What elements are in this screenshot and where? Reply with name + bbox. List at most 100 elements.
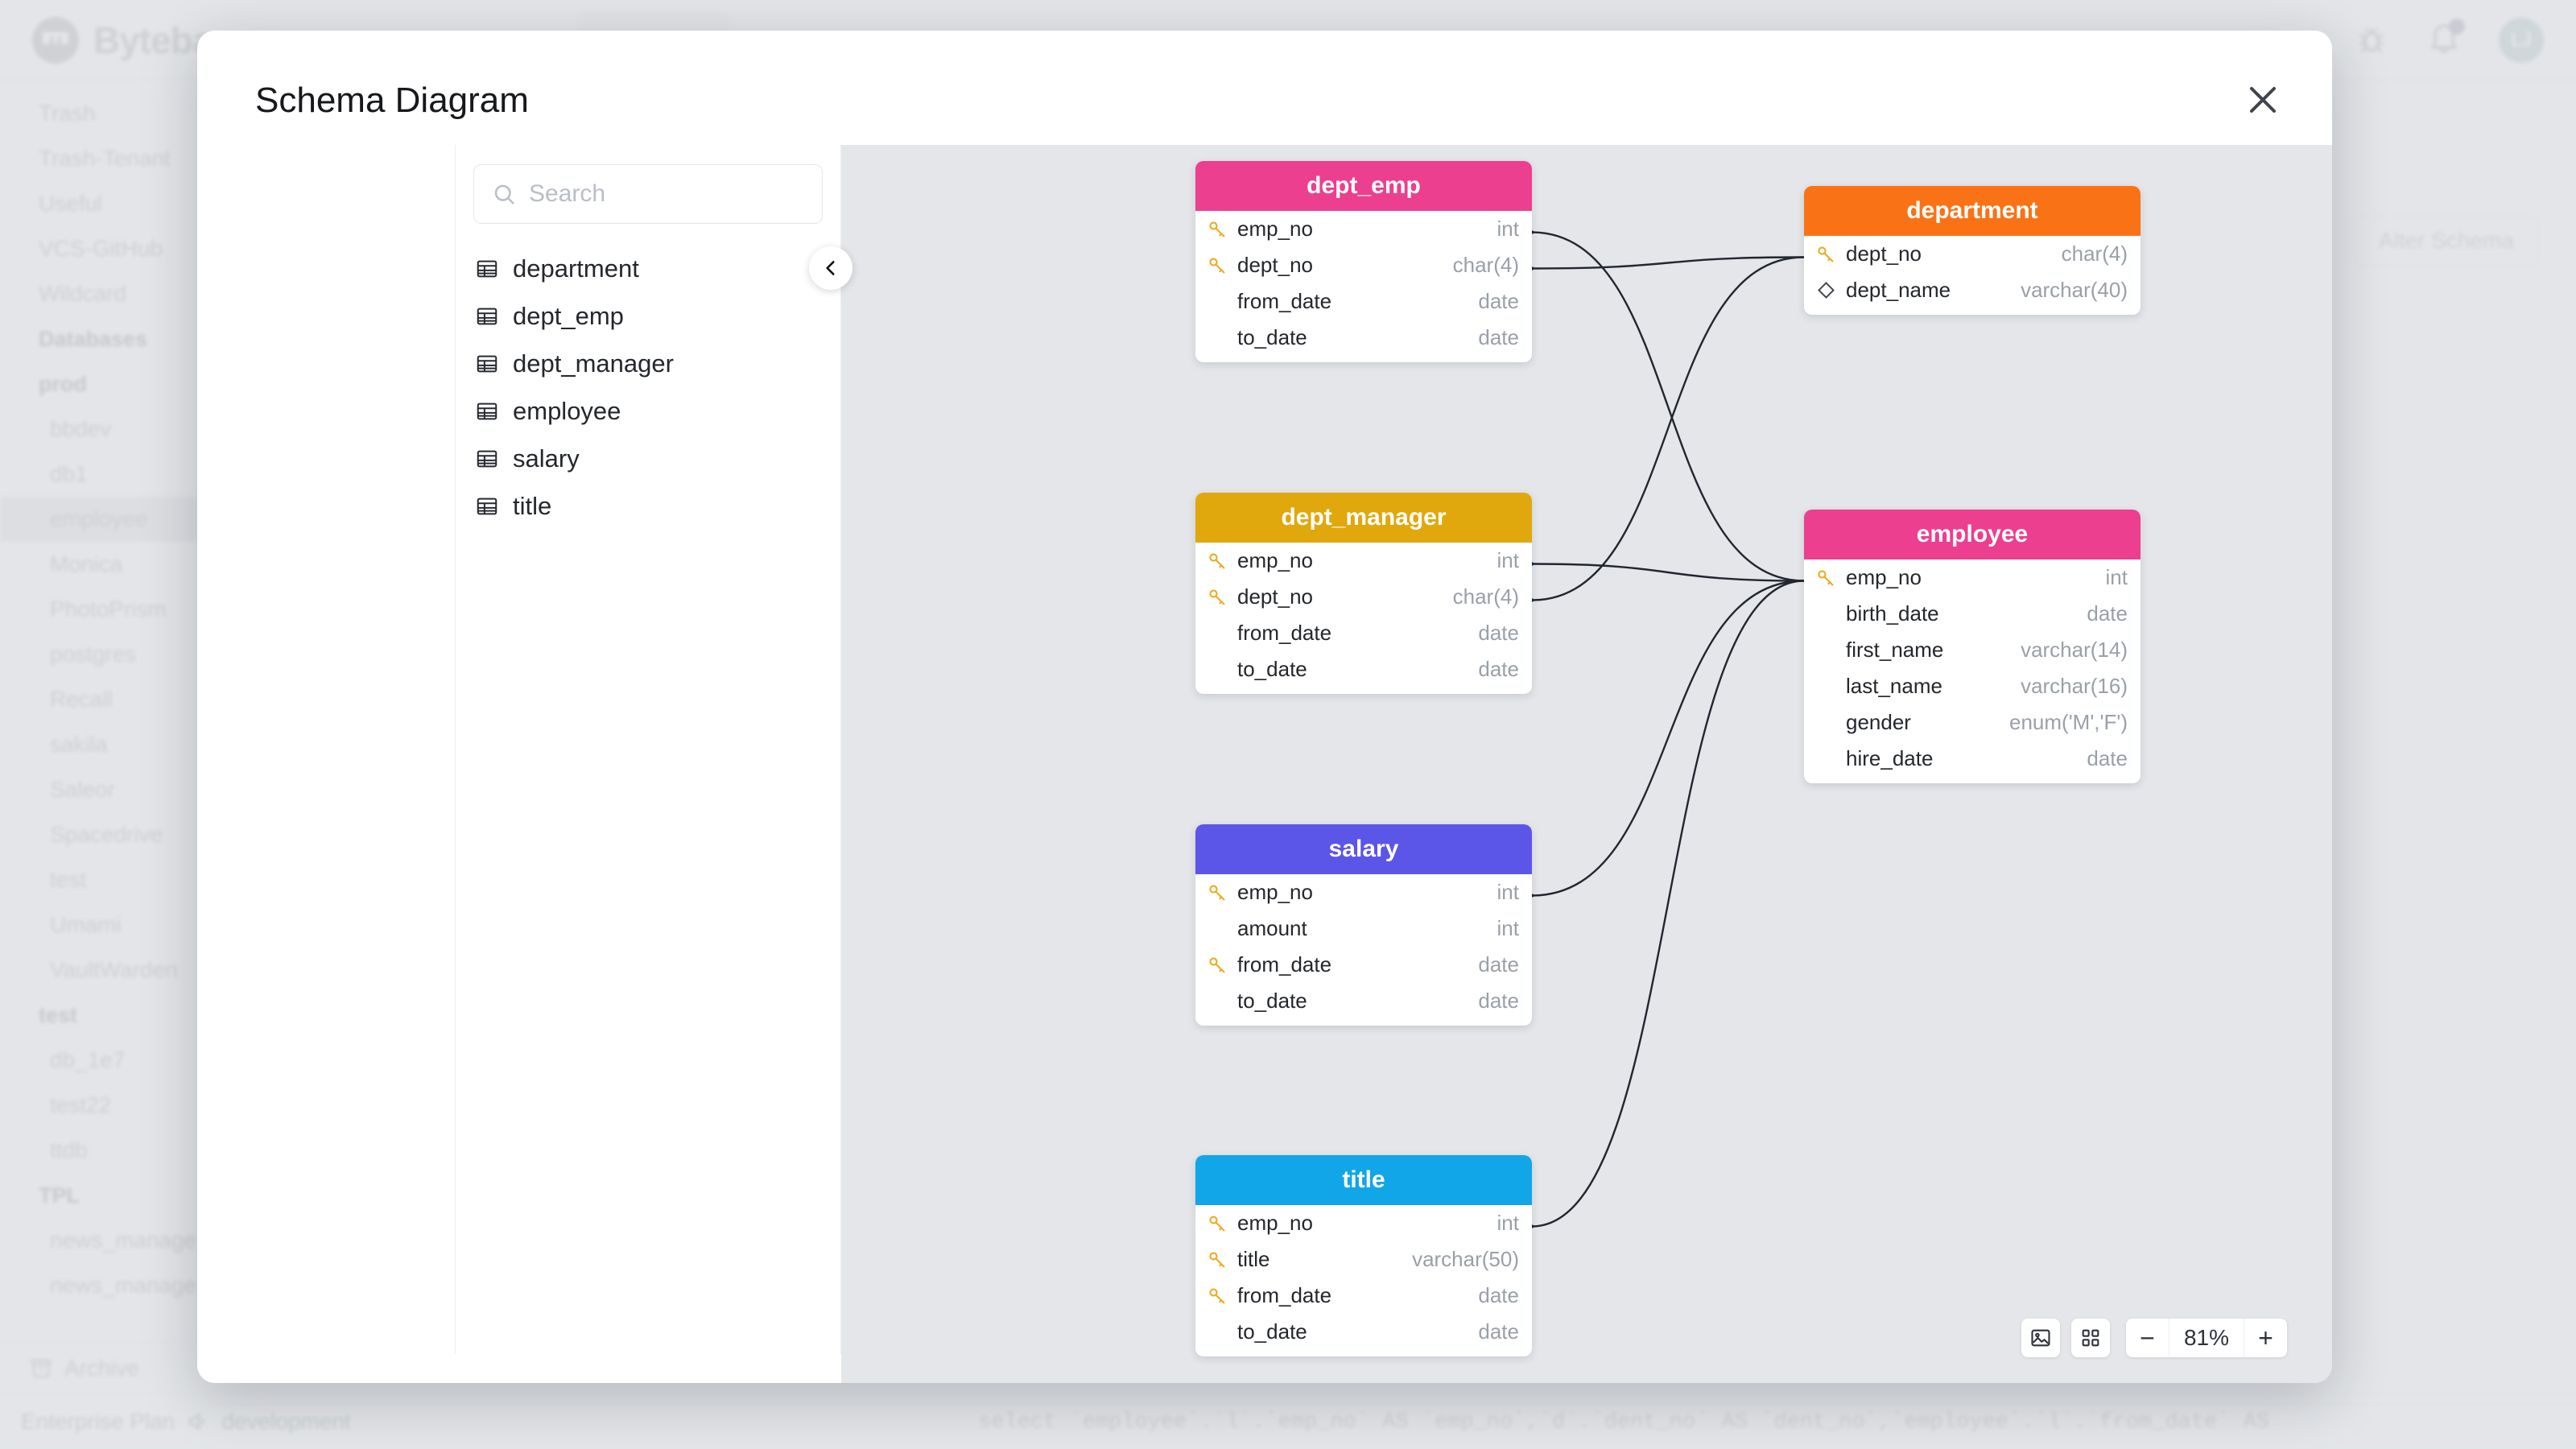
bg-nav-item: Saleor [50, 777, 115, 802]
primary-key-icon [1209, 1252, 1225, 1268]
bg-nav-item: Trash [39, 101, 96, 126]
column-type: enum('M','F') [2009, 710, 2128, 734]
schema-node-title: dept_manager [1195, 493, 1532, 543]
table-list-item-department[interactable]: department [456, 245, 840, 292]
bg-nav-item: news_manage [50, 1273, 197, 1298]
speaker-icon [189, 1412, 205, 1430]
bg-nav-item: postgres [50, 642, 137, 667]
fit-view-button[interactable] [2021, 1319, 2060, 1357]
column-type: int [1496, 880, 1519, 904]
table-icon [477, 402, 497, 419]
column-name: amount [1237, 916, 1307, 940]
column-name: to_date [1237, 989, 1307, 1013]
grid-icon [2082, 1329, 2099, 1347]
table-list-item-dept_manager[interactable]: dept_manager [456, 340, 840, 387]
schema-node-title: dept_emp [1195, 161, 1532, 211]
column-name: from_date [1237, 289, 1332, 313]
image-icon [2031, 1329, 2050, 1347]
column-type: varchar(50) [1412, 1247, 1519, 1271]
bg-nav-item: bbdev [50, 416, 112, 441]
schema-column-row[interactable]: from_date date [1195, 1278, 1532, 1314]
column-type: varchar(40) [2021, 278, 2128, 302]
collapse-panel-button[interactable] [809, 246, 852, 290]
table-list-item-title[interactable]: title [456, 482, 840, 530]
zoom-out-button[interactable]: − [2126, 1319, 2169, 1357]
schema-node-title: employee [1804, 510, 2140, 559]
table-list-item-dept_emp[interactable]: dept_emp [456, 292, 840, 340]
column-name: hire_date [1846, 746, 1934, 770]
primary-key-icon [1209, 957, 1225, 973]
column-name: to_date [1237, 1319, 1307, 1344]
bg-nav-item: test22 [50, 1092, 112, 1117]
avatar: LJ [2499, 17, 2544, 63]
column-type: date [1478, 1283, 1519, 1307]
table-list-item-employee[interactable]: employee [456, 387, 840, 435]
primary-key-icon [1209, 589, 1225, 605]
column-name: dept_no [1237, 253, 1313, 277]
primary-key-icon [1209, 1288, 1225, 1304]
zoom-level-label[interactable]: 81% [2183, 1325, 2230, 1350]
bug-icon [2359, 27, 2384, 52]
notification-badge [2449, 19, 2465, 35]
search-box[interactable] [473, 164, 823, 224]
close-icon[interactable] [2244, 80, 2282, 119]
column-type: char(4) [1452, 584, 1519, 609]
search-input[interactable] [529, 180, 804, 208]
column-name: dept_no [1846, 242, 1922, 266]
bg-nav-item: VaultWarden [50, 957, 178, 982]
column-type: date [1478, 952, 1519, 976]
table-list-item-salary[interactable]: salary [456, 435, 840, 482]
bg-nav-item: Wildcard [39, 281, 126, 306]
canvas-toolbar: − 81% + [2021, 1319, 2287, 1357]
schema-node-title: department [1804, 186, 2140, 236]
schema-diagram-modal: Schema Diagram departmentdept_empdept_ma… [197, 31, 2332, 1383]
bg-archive-label: Archive [64, 1355, 140, 1381]
zoom-in-button[interactable]: + [2244, 1319, 2287, 1357]
relationship-edge [1532, 581, 1804, 1227]
grid-view-button[interactable] [2071, 1319, 2110, 1357]
bg-nav-item: TPL [39, 1183, 80, 1208]
column-name: from_date [1237, 1283, 1332, 1307]
primary-key-icon [1209, 1216, 1225, 1232]
bg-nav-item: employee [0, 497, 208, 542]
primary-key-icon [1209, 553, 1225, 569]
column-name: to_date [1237, 325, 1307, 349]
column-name: last_name [1846, 674, 1942, 698]
relationship-edge [1532, 581, 1804, 896]
zoom-group: − 81% + [2126, 1319, 2287, 1357]
table-list-item-label: title [513, 491, 552, 520]
